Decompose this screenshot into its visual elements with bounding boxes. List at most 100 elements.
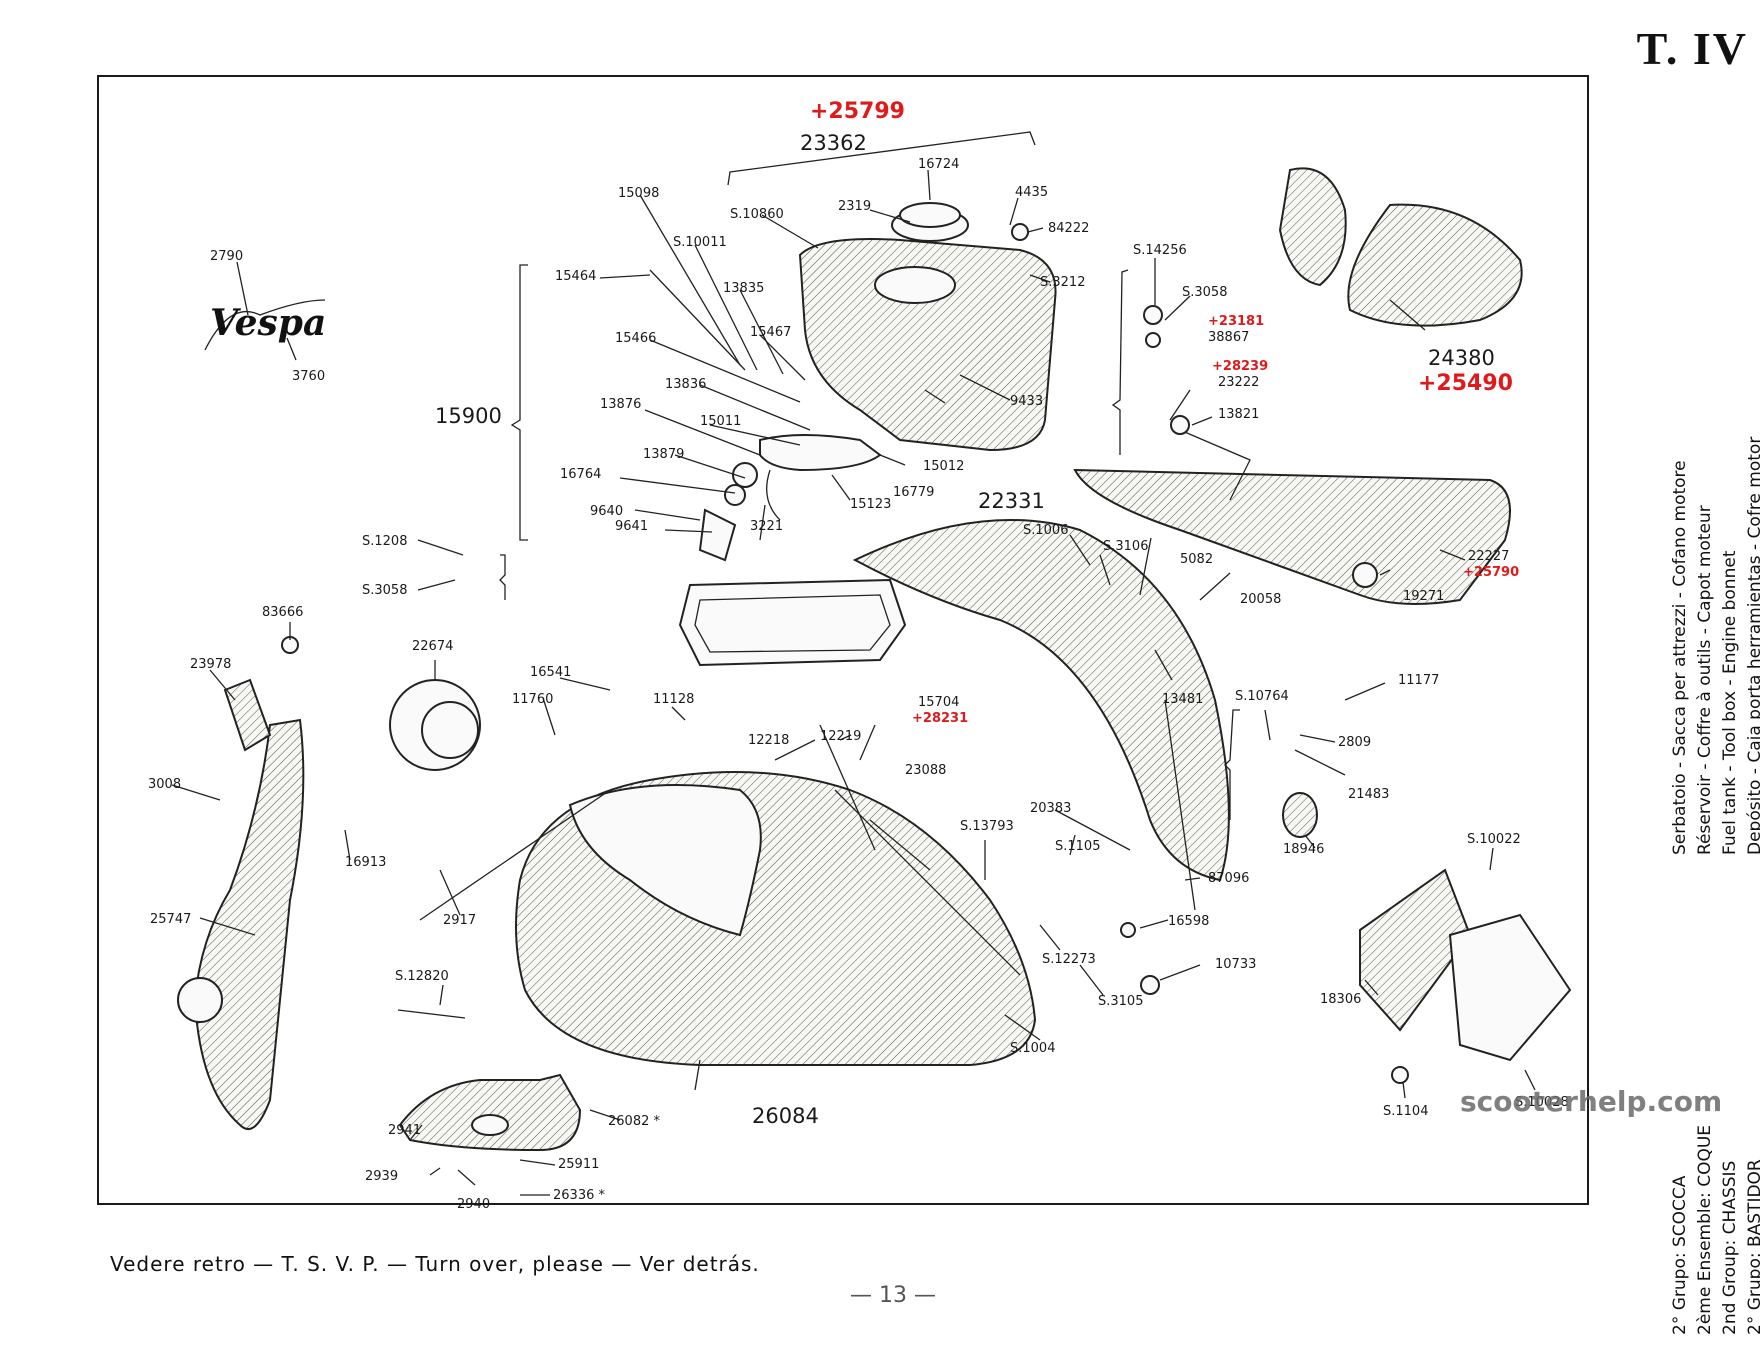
label-16541: 16541 [530,665,571,680]
toolbox-frame [678,578,907,667]
label-2940: 2940 [457,1197,490,1212]
group-title-fr: 2ème Ensemble: COQUE [1695,1124,1715,1335]
washer [1145,332,1161,348]
label-11760: 11760 [512,692,553,707]
label-12219: 12219 [820,729,861,744]
label-2917: 2917 [443,913,476,928]
label-11128: 11128 [653,692,694,707]
label-16913: 16913 [345,855,386,870]
label-19271: 19271 [1403,589,1444,604]
toolbox-lid [398,1073,582,1152]
strip-87096 [1164,699,1196,911]
label-15464: 15464 [555,269,596,284]
horn-grille [223,678,272,752]
pipe-clip [1170,415,1190,435]
side-title-fr: Réservoir - Coffre à outils - Capot mote… [1695,505,1715,855]
left-side-panel [852,519,1230,882]
brace-15900 [510,264,528,541]
label-s3105: S.3105 [1098,994,1143,1009]
label-s13793: S.13793 [960,819,1014,834]
label-13481: 13481 [1162,692,1203,707]
label-83666: 83666 [262,605,303,620]
label-15467: 15467 [750,325,791,340]
label-3221: 3221 [750,519,783,534]
label-3008: 3008 [148,777,181,792]
engine-bonnet [1073,429,1511,605]
label-15900: 15900 [435,404,502,428]
label-9641: 9641 [615,519,648,534]
label-16779: 16779 [893,485,934,500]
label-25799: +25799 [810,99,905,124]
brace-23362 [727,131,1036,186]
label-s3106: S.3106 [1103,539,1148,554]
label-s12273: S.12273 [1042,952,1096,967]
label-3760: 3760 [292,369,325,384]
label-s1105: S.1105 [1055,839,1100,854]
label-15704: 15704 [918,695,959,710]
label-2319: 2319 [838,199,871,214]
label-26336: 26336 * [553,1188,605,1203]
cable-12218 [819,724,876,851]
choke-rod [649,269,746,371]
brace-s10764 [1224,709,1240,820]
label-23181: +23181 [1208,314,1264,329]
nut [1143,305,1163,325]
label-18306: 18306 [1320,992,1361,1007]
label-25747: 25747 [150,912,191,927]
watermark: scooterhelp.com [1460,1085,1723,1118]
label-15466: 15466 [615,331,656,346]
label-15123: 15123 [850,497,891,512]
label-16764: 16764 [560,467,601,482]
fuel-tank [798,238,1057,452]
label-13879: 13879 [643,447,684,462]
label-s1004: S.1004 [1010,1041,1055,1056]
vespa-logo-text: Vespa [210,302,326,344]
label-s10011: S.10011 [673,235,727,250]
label-22227: 22227 [1468,549,1509,564]
page-number: — 13 — [850,1283,936,1308]
label-s12820: S.12820 [395,969,449,984]
label-11177: 11177 [1398,673,1439,688]
label-10733: 10733 [1215,957,1256,972]
group-title-it: 2° Grupo: SCOCCA [1670,1175,1690,1335]
label-23222: 23222 [1218,375,1259,390]
side-title-en: Fuel tank - Tool box - Engine bonnet [1720,550,1740,855]
label-15012: 15012 [923,459,964,474]
label-26084: 26084 [752,1104,819,1128]
label-16724: 16724 [918,157,959,172]
label-22331: 22331 [978,489,1045,513]
label-9640: 9640 [590,504,623,519]
label-13835: 13835 [723,281,764,296]
label-25911: 25911 [558,1157,599,1172]
legshield-strip [177,718,305,1131]
bonnet-rod [397,1009,466,1019]
label-18946: 18946 [1283,842,1324,857]
rubber-washer [1352,562,1378,588]
label-23978: 23978 [190,657,231,672]
label-s10860: S.10860 [730,207,784,222]
label-84222: 84222 [1048,221,1089,236]
label-13876: 13876 [600,397,641,412]
part-labels: +25799 23362 16724 2319 4435 84222 S.321… [148,99,1569,1212]
label-15011: 15011 [700,414,741,429]
label-2809: 2809 [1338,735,1371,750]
brace-s14256 [1111,269,1129,455]
label-16598: 16598 [1168,914,1209,929]
label-s3212: S.3212 [1040,275,1085,290]
label-s10022: S.10022 [1467,832,1521,847]
label-25790: +25790 [1463,565,1519,580]
plate-id: T. IV [1636,23,1748,74]
grommet-10733 [1140,975,1160,995]
label-13836: 13836 [665,377,706,392]
label-s1006: S.1006 [1023,523,1068,538]
group-title-en: 2nd Group: CHASSIS [1720,1160,1740,1335]
label-20383: 20383 [1030,801,1071,816]
label-4435: 4435 [1015,185,1048,200]
label-15098: 15098 [618,186,659,201]
label-s1208: S.1208 [362,534,407,549]
label-25490: +25490 [1418,371,1513,396]
label-22674: 22674 [412,639,453,654]
side-title-es: Depósito - Caja porta herramientas - Cof… [1745,436,1760,855]
cable-2917 [419,789,611,921]
